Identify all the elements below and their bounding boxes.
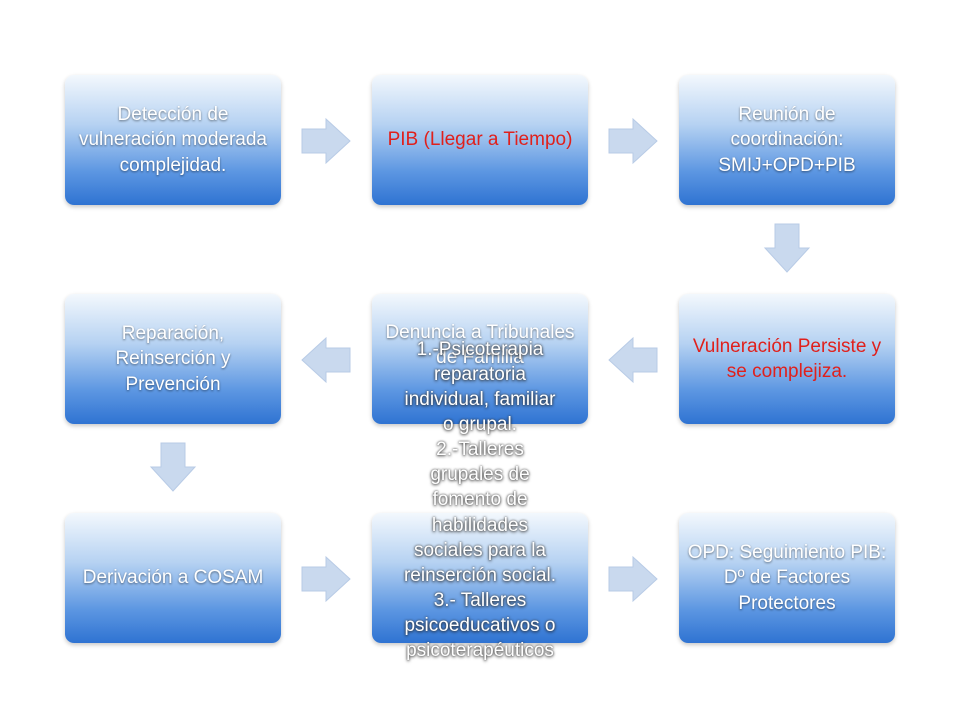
step-vulneracion-text: Vulneración Persiste y se complejiza. [692,335,882,382]
overflow-line: 1.-Psicoterapia [416,339,544,360]
overflow-line: o grupal. [443,414,517,436]
step-pib-box: PIB (Llegar a Tiempo) [372,75,588,205]
step-reunion-text: Reunión de coordinación: SMIJ+OPD+PIB [718,104,856,176]
arrow-right-icon [608,117,658,165]
step-pib-text: PIB (Llegar a Tiempo) [387,129,573,151]
step-opd-text: OPD: Seguimiento PIB: Dº de Factores Pro… [687,542,887,614]
arrow-right-icon [608,555,658,603]
overflow-line: habilidades [431,514,529,536]
overflow-line: individual, familiar [404,389,556,411]
step-reunion-box: Reunión de coordinación: SMIJ+OPD+PIB [679,75,895,205]
step-cosam-text: Derivación a COSAM [82,567,264,589]
overflow-line: grupales de [430,464,530,486]
overflow-line: reparatoria [434,364,526,386]
arrow-left-icon [608,336,658,384]
arrow-right-icon [301,555,351,603]
arrow-down-icon [149,442,197,492]
step-talleres-box [372,513,588,643]
step-vulneracion-box: Vulneración Persiste y se complejiza. [679,294,895,424]
overflow-line: fomento de [432,489,528,511]
step-opd-box: OPD: Seguimiento PIB: Dº de Factores Pro… [679,513,895,643]
step-cosam-box: Derivación a COSAM [65,513,281,643]
step-deteccion-text: Detección de vulneración moderada comple… [78,104,267,176]
overflow-line: psicoeducativos o [404,614,556,636]
step-denuncia-box: Denuncia a Tribunales de Familia [372,294,588,424]
overflow-line: 3.- Talleres [433,589,527,611]
overflow-line: psicoterapéuticos [406,639,554,661]
overflow-line: sociales para la [413,539,547,561]
overflow-line: reinserción social. [403,564,557,586]
step-denuncia-text: Denuncia a Tribunales de Familia [385,322,575,369]
overflow-line: 2.-Talleres [436,439,524,461]
arrow-left-icon [301,336,351,384]
overflow-text-block: 1.-Psicoterapia reparatoria individual, … [370,337,590,663]
step-deteccion-box: Detección de vulneración moderada comple… [65,75,281,205]
arrow-down-icon [763,223,811,273]
step-reparacion-box: Reparación, Reinserción y Prevención [65,294,281,424]
arrow-right-icon [301,117,351,165]
step-reparacion-text: Reparación, Reinserción y Prevención [115,323,231,395]
